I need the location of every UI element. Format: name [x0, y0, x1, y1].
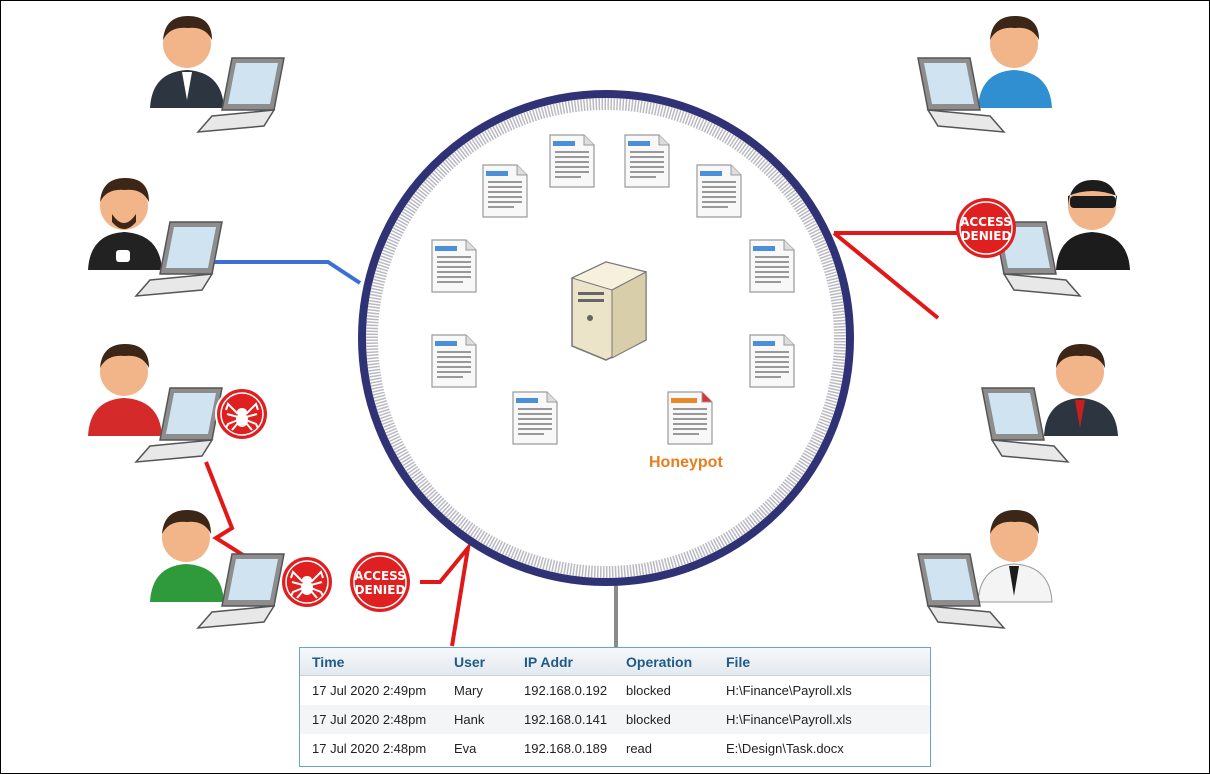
honeypot-label: Honeypot: [649, 454, 723, 471]
document-icon: [431, 239, 477, 293]
blocked-connection-line-left: [420, 541, 472, 647]
table-row[interactable]: 17 Jul 2020 2:49pm Mary 192.168.0.192 bl…: [300, 676, 930, 706]
spider-icon: [215, 387, 269, 441]
cell-time: 17 Jul 2020 2:48pm: [300, 705, 442, 734]
column-header-ip[interactable]: IP Addr: [512, 648, 614, 676]
user-laptop-icon: [917, 510, 1053, 629]
cell-operation: blocked: [626, 683, 671, 698]
document-icon: [482, 164, 528, 218]
cell-ip: 192.168.0.141: [512, 705, 614, 734]
document-icon: [749, 334, 795, 388]
cell-time: 17 Jul 2020 2:48pm: [312, 741, 427, 756]
honeypot-document-icon: [667, 391, 713, 445]
cell-ip: 192.168.0.192: [524, 683, 608, 698]
document-icon: [696, 164, 742, 218]
blocked-connection-line-right: [832, 231, 958, 320]
access-log-table: Time User IP Addr Operation File 17 Jul …: [299, 647, 931, 767]
user-laptop-icon: [150, 510, 285, 629]
column-header-operation[interactable]: Operation: [614, 648, 714, 676]
cell-operation: read: [626, 741, 653, 756]
allowed-connection-line: [212, 260, 362, 285]
cell-operation: blocked: [614, 705, 714, 734]
document-icon: [549, 134, 595, 188]
svg-text:DENIED: DENIED: [355, 583, 406, 597]
svg-text:ACCESS: ACCESS: [960, 215, 1012, 229]
access-denied-badge: ACCESS DENIED: [348, 551, 412, 613]
svg-text:ACCESS: ACCESS: [354, 569, 406, 583]
cell-file: E:\Design\Task.docx: [726, 741, 844, 756]
cell-ip: 192.168.0.189: [524, 741, 608, 756]
table-row[interactable]: 17 Jul 2020 2:48pm Eva 192.168.0.189 rea…: [300, 734, 930, 763]
user-laptop-icon: [917, 16, 1052, 133]
column-header-user[interactable]: User: [442, 648, 512, 676]
document-icon: [431, 334, 477, 388]
svg-text:DENIED: DENIED: [961, 229, 1012, 243]
user-laptop-icon: [88, 344, 223, 463]
cell-user: Mary: [454, 683, 483, 698]
user-laptop-icon: [150, 16, 285, 133]
spider-icon: [280, 555, 334, 609]
table-row[interactable]: 17 Jul 2020 2:48pm Hank 192.168.0.141 bl…: [300, 705, 930, 734]
access-denied-badge: ACCESS DENIED: [954, 197, 1018, 259]
hacker-icon: [993, 180, 1130, 297]
cell-file: H:\Finance\Payroll.xls: [714, 705, 930, 734]
server-icon: [570, 261, 648, 361]
cell-time: 17 Jul 2020 2:49pm: [312, 683, 427, 698]
cell-user: Eva: [454, 741, 477, 756]
document-icon: [749, 239, 795, 293]
cell-file: H:\Finance\Payroll.xls: [726, 683, 852, 698]
document-icon: [512, 391, 558, 445]
network-perimeter-fringe: [366, 98, 846, 578]
column-header-file[interactable]: File: [714, 648, 930, 676]
user-laptop-icon: [981, 344, 1118, 463]
cell-user: Hank: [442, 705, 512, 734]
table-header-row: Time User IP Addr Operation File: [300, 648, 930, 676]
column-header-time[interactable]: Time: [300, 648, 442, 676]
document-icon: [624, 134, 670, 188]
user-laptop-icon: [88, 178, 223, 297]
